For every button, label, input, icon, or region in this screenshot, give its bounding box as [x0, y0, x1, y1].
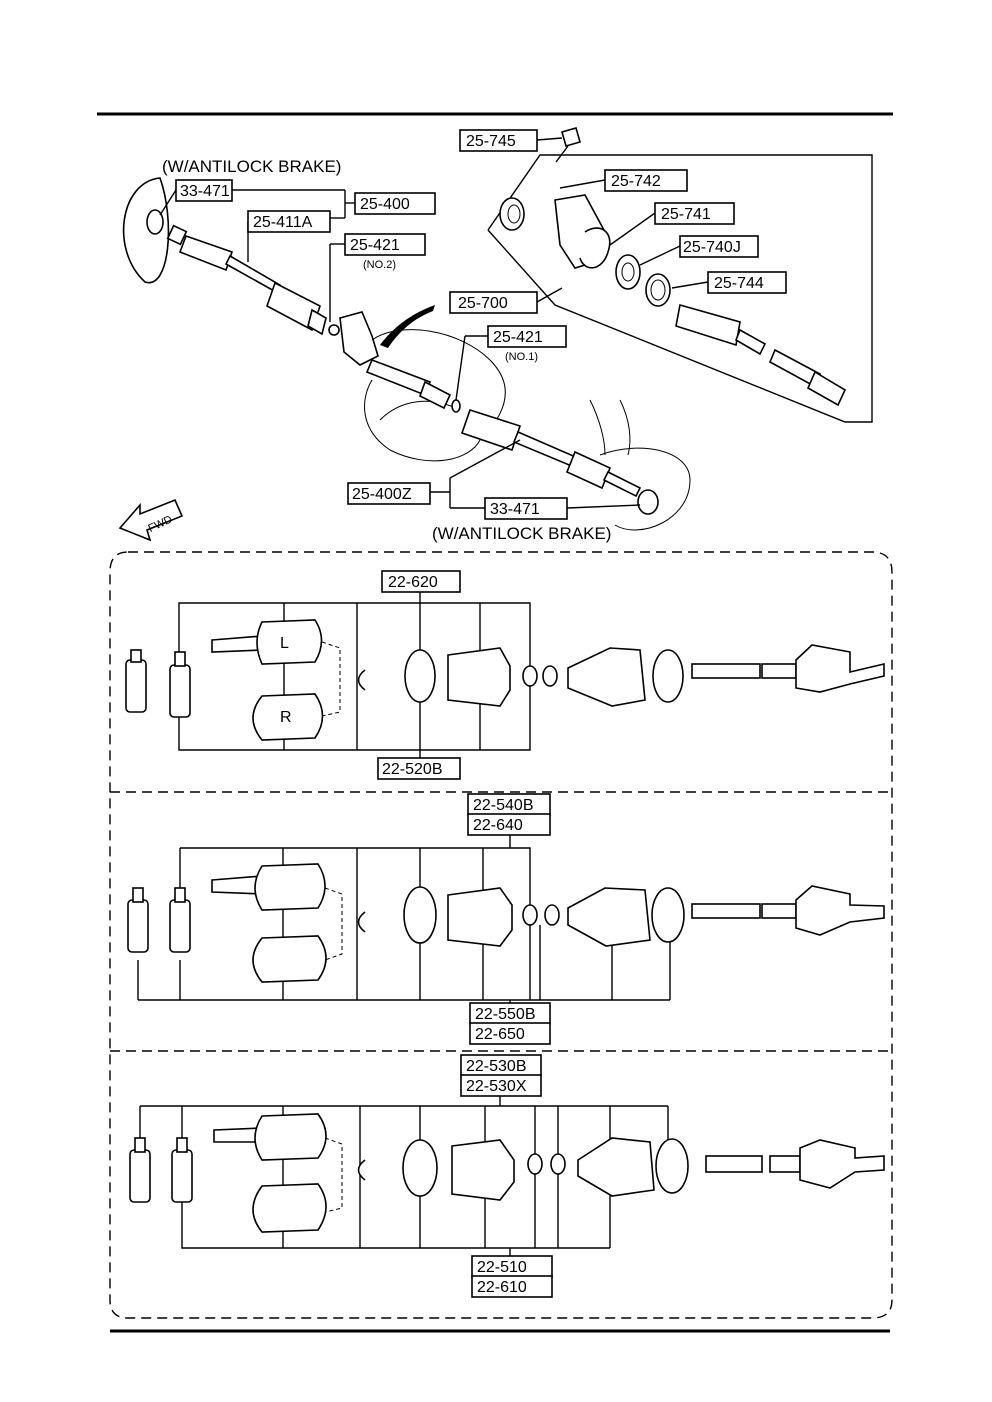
bearing: [615, 254, 641, 290]
label-25-744: 25-744: [714, 275, 764, 292]
left-outer-boot: [178, 234, 234, 272]
label-25-421-no1: 25-421: [493, 329, 543, 346]
pointer-arc: [380, 305, 435, 348]
grease-tube-5: [129, 1149, 151, 1203]
label-22-520b: 22-520B: [382, 761, 443, 778]
right-outer-boot: [565, 450, 612, 490]
joint-r-mark: R: [280, 709, 292, 726]
inner-joint-2a: [254, 863, 326, 911]
inner-joint-2b: [252, 935, 327, 983]
detail-frame: [487, 154, 873, 423]
grease-tube-6: [171, 1149, 193, 1203]
inner-joint-l: [256, 619, 323, 665]
label-25-740j: 25-740J: [683, 239, 741, 256]
label-no1: (NO.1): [505, 351, 538, 363]
inner-boot-2: [447, 887, 513, 947]
grease-tube-3: [127, 899, 149, 953]
bolt: [561, 127, 581, 147]
detail-shaft: [675, 303, 741, 347]
label-22-550b: 22-550B: [475, 1006, 536, 1023]
right-abs-ring: [637, 489, 659, 515]
label-no2: (NO.2): [363, 259, 396, 271]
left-hub: [122, 177, 170, 284]
inner-joint-r: [252, 693, 324, 741]
label-25-700: 25-700: [458, 295, 508, 312]
small-band-1: [522, 665, 538, 687]
label-33-471-bottom: 33-471: [490, 501, 540, 518]
grease-tube-4: [169, 899, 191, 953]
inner-joint-3b: [252, 1183, 327, 1233]
label-22-620: 22-620: [388, 574, 438, 591]
label-22-640: 22-640: [473, 817, 523, 834]
label-25-421-no2: 25-421: [350, 237, 400, 254]
label-22-530x: 22-530X: [466, 1078, 527, 1095]
small-band-2: [542, 665, 558, 687]
oil-seal: [499, 197, 525, 231]
label-25-411a: 25-411A: [253, 214, 313, 231]
label-25-742: 25-742: [611, 173, 661, 190]
outer-boot: [567, 647, 646, 707]
outer-boot-2: [567, 887, 651, 947]
label-22-510: 22-510: [477, 1259, 527, 1276]
grease-tube-1: [125, 659, 147, 713]
label-25-400: 25-400: [360, 196, 410, 213]
kit-panel-frame: [109, 551, 893, 1319]
kit-section-1: L R 22-620 22-520B: [125, 570, 885, 780]
bearing-support: [339, 311, 379, 366]
label-22-530b: 22-530B: [466, 1058, 527, 1075]
outer-boot-3: [577, 1137, 655, 1197]
label-22-610: 22-610: [477, 1279, 527, 1296]
joint-l-mark: L: [280, 635, 289, 652]
inner-boot: [447, 647, 511, 707]
fwd-arrow: FWD: [118, 498, 184, 542]
circlip: [357, 669, 366, 691]
right-inner-joint: [460, 409, 522, 452]
label-33-471-top: 33-471: [180, 183, 230, 200]
inner-joint-3a: [254, 1113, 327, 1161]
label-22-540b: 22-540B: [473, 797, 534, 814]
boot-band: [404, 649, 436, 703]
outer-joint: [795, 644, 885, 693]
grease-tube-2: [169, 664, 191, 718]
antilock-note-bottom: (W/ANTILOCK BRAKE): [432, 524, 611, 543]
antilock-note-top: (W/ANTILOCK BRAKE): [162, 157, 341, 176]
left-abs-ring: [146, 209, 164, 235]
bearing-clip: [579, 227, 611, 269]
inner-boot-3: [451, 1139, 515, 1201]
label-25-745: 25-745: [466, 133, 516, 150]
kit-section-2: 22-540B 22-640 22-550B 22-650: [127, 793, 885, 1045]
half-shaft: [691, 663, 761, 679]
right-hub: [599, 447, 691, 531]
label-25-741: 25-741: [661, 206, 711, 223]
outer-joint-2: [795, 885, 885, 936]
label-25-400z: 25-400Z: [352, 486, 412, 503]
top-assembly: 25-745 25-742 25-741 25-740J 25-744 25-7…: [118, 127, 873, 543]
kit-section-3: 22-530B 22-530X 22-510 22-610: [129, 1054, 885, 1298]
outer-joint-3: [799, 1139, 885, 1189]
dust-seal: [645, 273, 671, 307]
label-22-650: 22-650: [475, 1026, 525, 1043]
large-band: [652, 649, 684, 703]
inner-joint-l-shaft: [211, 635, 263, 653]
